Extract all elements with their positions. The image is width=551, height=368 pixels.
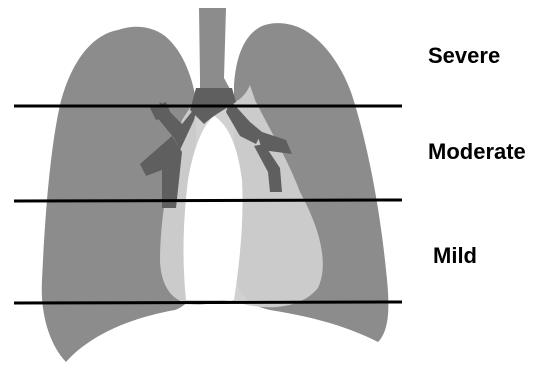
severity-label-mild: Mild [433, 245, 477, 267]
divider-line-middle [14, 200, 402, 201]
divider-line-bottom [14, 302, 402, 303]
severity-label-moderate: Moderate [428, 141, 526, 163]
severity-label-severe: Severe [428, 45, 500, 67]
